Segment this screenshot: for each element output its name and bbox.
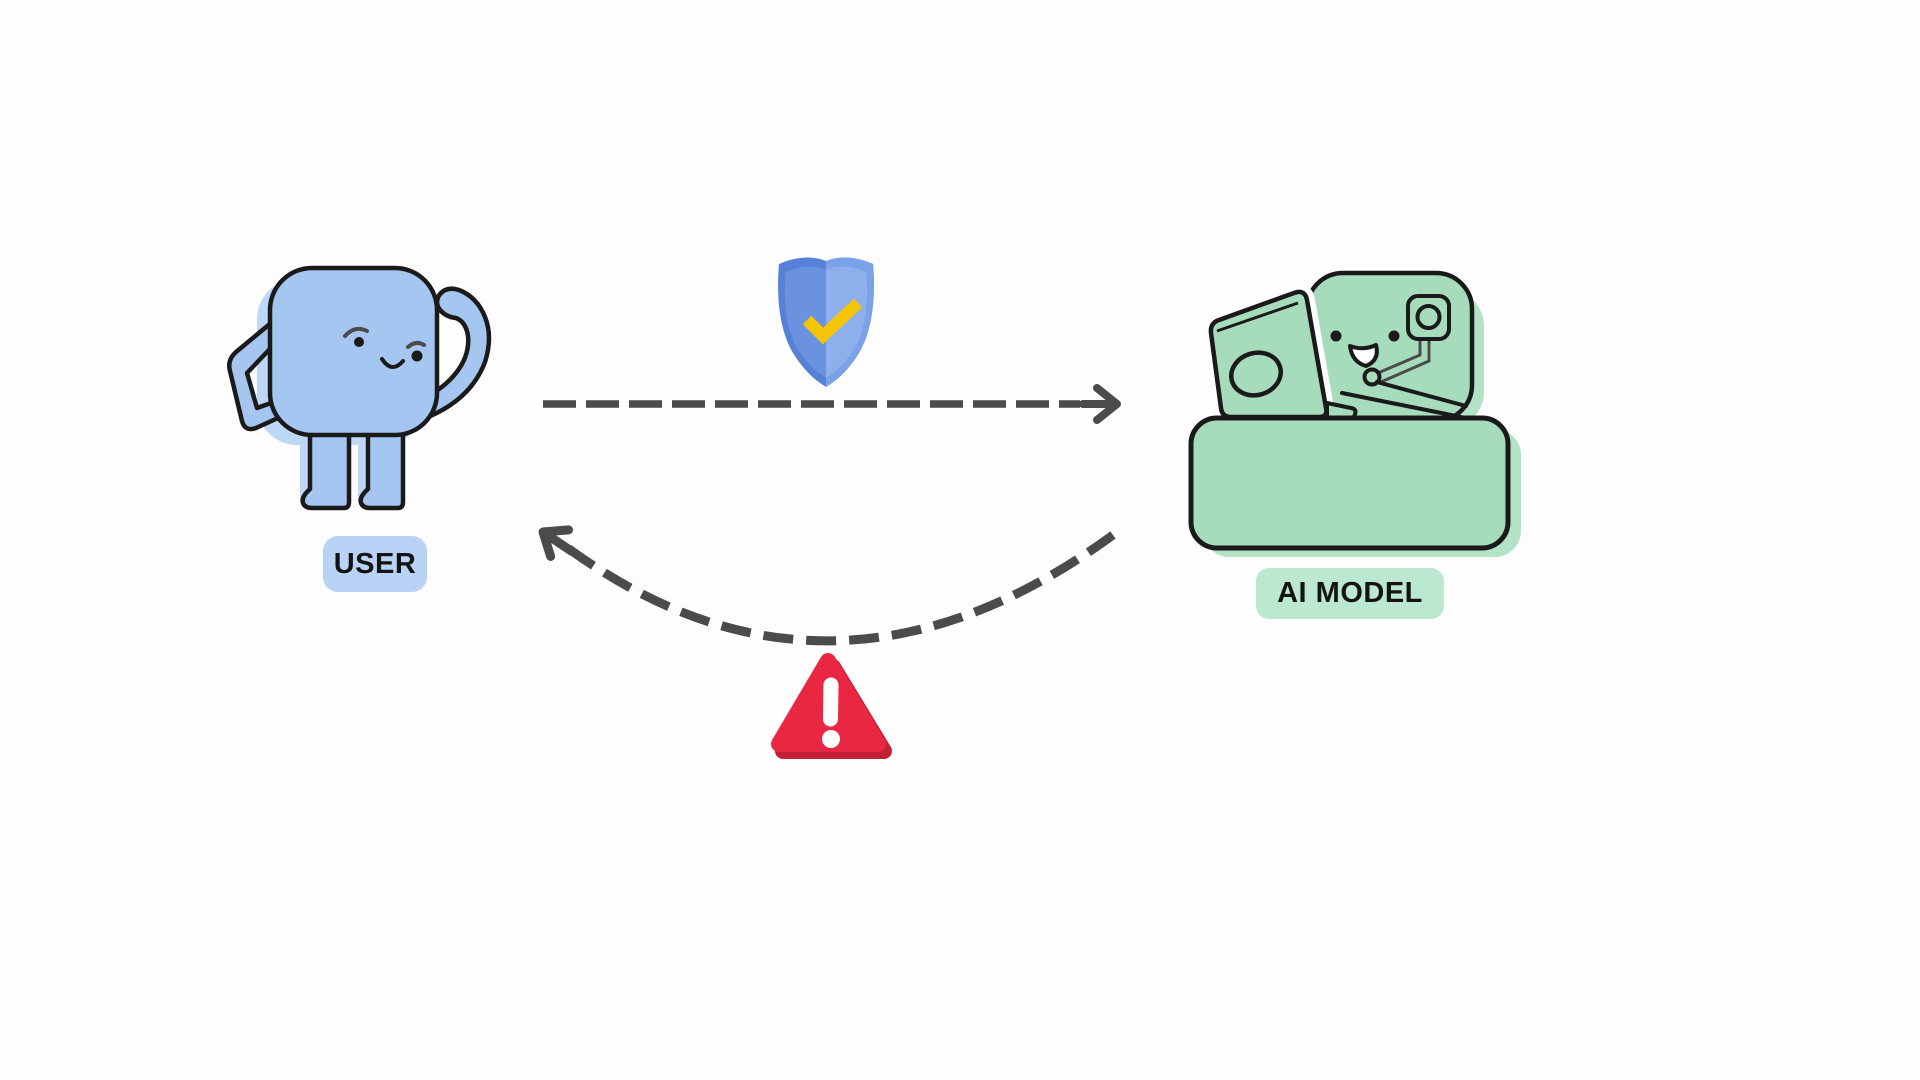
user-label: USER xyxy=(333,547,417,580)
user-mouth xyxy=(380,357,405,369)
user-left-arm xyxy=(227,320,283,432)
ai-camera-arm xyxy=(1362,294,1451,387)
ai-mouth xyxy=(1348,343,1379,368)
user-legs xyxy=(300,425,406,511)
exclamation-dot xyxy=(822,730,840,748)
laptop-logo xyxy=(1229,350,1283,398)
ai-model-label-badge: AI MODEL xyxy=(1256,568,1444,619)
request-arrow xyxy=(543,384,1121,424)
ai-desk xyxy=(1188,415,1511,551)
ai-face xyxy=(1330,330,1400,368)
user-label-badge: USER xyxy=(323,536,427,592)
camera-lens xyxy=(1415,304,1442,330)
user-left-eye xyxy=(354,337,364,347)
user-right-eye xyxy=(411,350,423,362)
user-character xyxy=(227,265,492,511)
shield-check-icon xyxy=(778,257,874,387)
checkmark xyxy=(802,298,863,345)
ai-resting-arm xyxy=(1340,380,1468,419)
ai-model-label: AI MODEL xyxy=(1277,577,1423,609)
ai-character xyxy=(1188,270,1521,557)
warning-triangle-icon xyxy=(771,653,892,759)
user-face xyxy=(343,326,426,369)
response-arrow xyxy=(538,525,1116,646)
user-body xyxy=(267,265,440,438)
exclamation-bar xyxy=(823,677,839,727)
